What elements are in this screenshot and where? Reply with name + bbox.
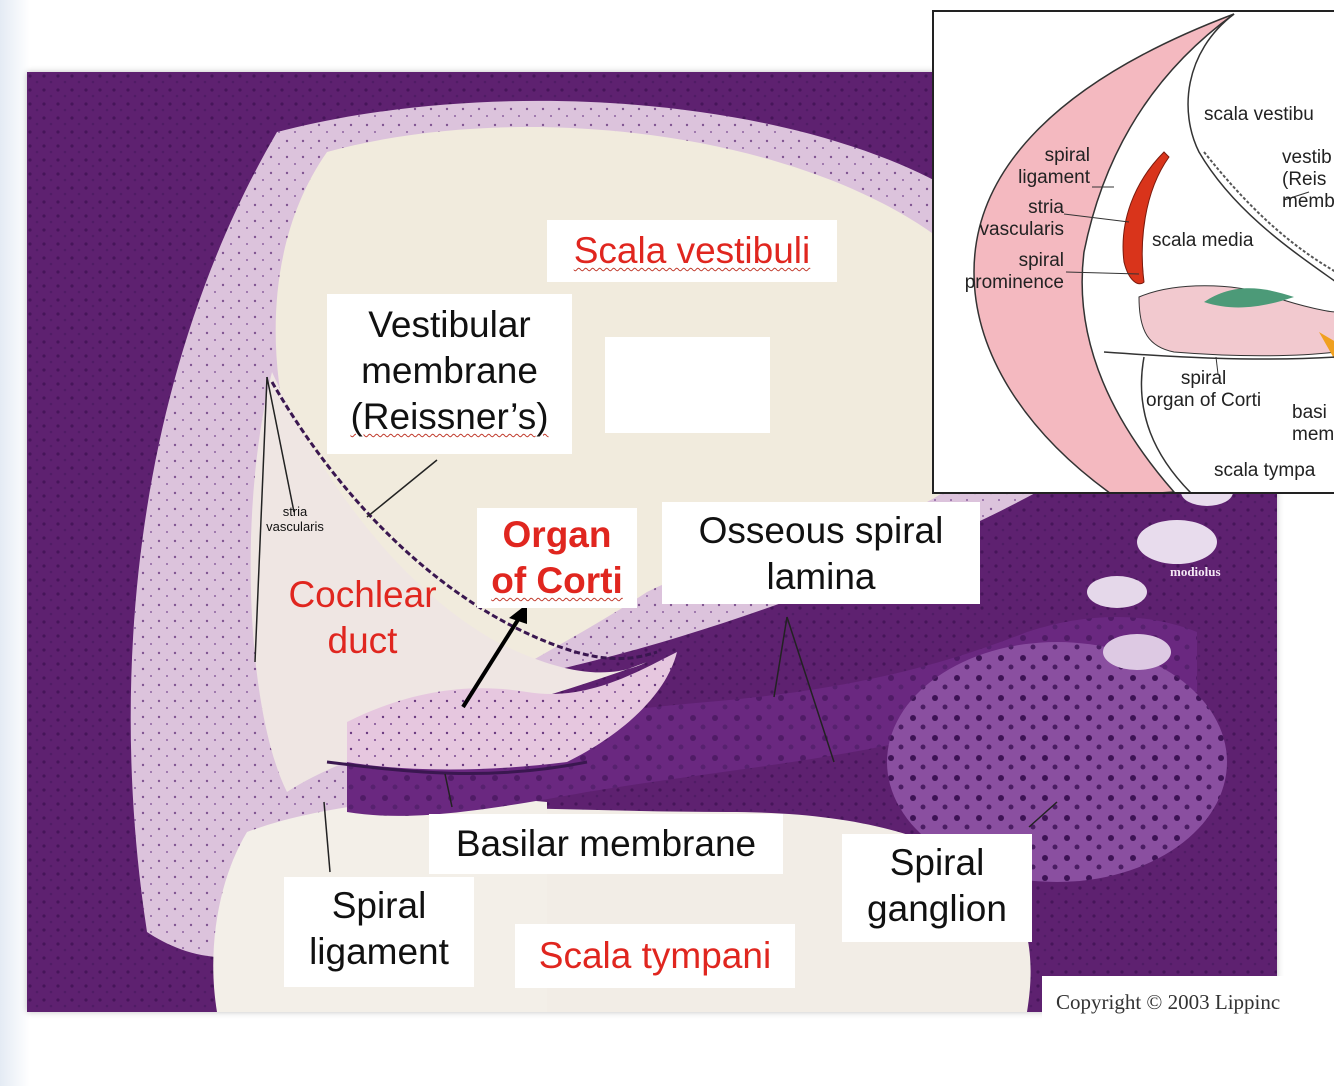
inset-vestib-line2: (Reis [1282, 169, 1327, 190]
vestibular-membrane-line2: membrane [361, 350, 538, 391]
inset-diagram: scala vestibu vestib (Reis memb spiral l… [932, 10, 1334, 494]
copyright-text: Copyright © 2003 Lippinc [1056, 990, 1281, 1014]
inset-scala-tympani-label: scala tympa [1214, 460, 1316, 481]
scala-tympani-label: Scala tympani [515, 924, 795, 988]
inset-drawing [973, 13, 1334, 492]
scala-vestibuli-text: Scala vestibuli [573, 230, 811, 271]
blank-label-box [605, 337, 770, 433]
inset-spiral-ligament-label: spiral ligament [994, 145, 1090, 189]
inset-organ-line1: spiral [1180, 368, 1227, 389]
modiolus-label: modiolus [1170, 564, 1221, 579]
inset-organ-line2: organ of Corti [1146, 390, 1262, 411]
vestibular-membrane-label: Vestibular membrane (Reissner’s) [327, 294, 572, 454]
spiral-ligament-line1: Spiral [331, 885, 427, 926]
inset-basilar-line2: memb [1292, 424, 1334, 445]
organ-of-corti-label: Organ of Corti [477, 508, 637, 608]
spiral-ligament-line2: ligament [309, 931, 449, 972]
inset-stria-vascularis-label: stria vascularis [964, 197, 1064, 241]
inset-vestib-line1: vestib [1282, 147, 1332, 168]
vascularis-line: vascularis [266, 519, 324, 534]
basilar-membrane-label: Basilar membrane [429, 814, 783, 874]
spiral-ganglion-label: Spiral ganglion [842, 834, 1032, 942]
cochlear-duct-line1: Cochlear [288, 574, 437, 615]
inset-stria-line2: vascularis [979, 219, 1064, 240]
scala-vestibuli-label: Scala vestibuli [547, 220, 837, 282]
inset-prominence-line1: spiral [1018, 250, 1064, 271]
osseous-spiral-lamina-line1: Osseous spiral [698, 510, 944, 551]
inset-spiral-prominence-label: spiral prominence [938, 250, 1064, 294]
copyright-box: Copyright © 2003 Lippinc [1042, 976, 1334, 1028]
inset-basilar-line1: basi [1292, 402, 1327, 423]
spiral-ligament-label: Spiral ligament [284, 877, 474, 987]
cochlear-duct-line2: duct [327, 620, 398, 661]
inset-stria-line1: stria [1028, 197, 1064, 218]
stria-vascularis-small-label: stria vascularis [249, 504, 341, 534]
inset-basilar-membrane-label: basi memb [1292, 402, 1334, 446]
inset-prominence-line2: prominence [964, 272, 1064, 293]
organ-of-corti-line1: Organ [502, 514, 612, 555]
cochlear-duct-label: Cochlear duct [275, 572, 450, 672]
stria-line: stria [282, 504, 308, 519]
vestibular-membrane-line3: (Reissner’s) [350, 396, 549, 437]
inset-scala-media-label: scala media [1152, 230, 1254, 251]
left-edge-gradient [0, 0, 30, 1086]
osseous-spiral-lamina-line2: lamina [766, 556, 876, 597]
organ-of-corti-line2: of Corti [491, 560, 623, 601]
inset-vestibular-membrane-label: vestib (Reis memb [1282, 147, 1334, 213]
osseous-spiral-lamina-label: Osseous spiral lamina [662, 502, 980, 604]
inset-vestib-line3: memb [1282, 191, 1334, 212]
spiral-ganglion-line2: ganglion [867, 888, 1007, 929]
vestibular-membrane-line1: Vestibular [368, 304, 531, 345]
spiral-ganglion-line1: Spiral [889, 842, 985, 883]
inset-spiral-ligament-line2: ligament [1018, 167, 1090, 188]
inset-scala-vestibuli-label: scala vestibu [1204, 104, 1314, 125]
inset-spiral-ligament-line1: spiral [1044, 145, 1090, 166]
inset-spiral-organ-label: spiral organ of Corti [1146, 368, 1261, 412]
